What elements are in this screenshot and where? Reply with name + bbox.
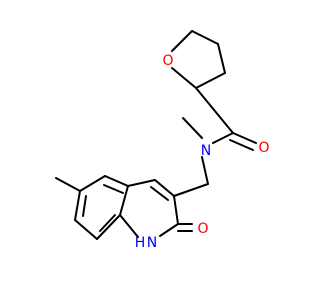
bond-carbonyl-o-2 (229, 139, 254, 151)
bond-n-methyl (182, 117, 203, 139)
carbonyl-oxygen-label: O (258, 140, 269, 156)
bond-c6-methyl (55, 177, 81, 192)
bond-c6-c7-inner (82, 195, 87, 217)
ring-nitrogen-label: N (147, 235, 157, 251)
bond-c3-c4 (154, 179, 175, 197)
bond-n-ch2 (201, 156, 209, 185)
bond-carbonyl-n (212, 132, 234, 144)
bond-c4a-c5 (104, 175, 129, 187)
bond-c4-c4a (127, 179, 156, 187)
bond-c6-c7 (74, 190, 81, 221)
bond-c8-c8a-inner (99, 214, 116, 232)
bond-thf-o-c5 (171, 30, 193, 52)
bond-c2-carbonyl (195, 87, 234, 134)
bond-n1-c2 (159, 223, 179, 237)
bond-c4a-c8a (119, 185, 129, 216)
bond-ch2-c3 (173, 183, 209, 197)
bond-c7-c8 (74, 219, 98, 240)
background (0, 0, 300, 300)
bond-c3-c4-inner (150, 186, 169, 201)
ring-nitrogen-h-label: H (135, 235, 146, 251)
lactam-oxygen-label: O (197, 221, 208, 237)
bond-c5-c6 (79, 175, 106, 192)
bond-c4a-c5-inner (103, 184, 124, 194)
bond-thf-c2-o (171, 67, 197, 89)
bond-thf-c4-c3 (217, 43, 226, 74)
bond-carbonyl-o-1 (232, 132, 257, 144)
bond-c2-c3 (173, 195, 179, 225)
atom-labels: O O N O H N (135, 53, 270, 251)
bonds (55, 30, 257, 240)
bond-thf-c5-c4 (191, 30, 219, 45)
bond-thf-c3-c2 (195, 72, 226, 89)
diagram-canvas: O O N O H N (0, 0, 300, 300)
bond-c8a-n1 (119, 214, 139, 238)
bond-c8-c8a (96, 214, 121, 240)
ring-oxygen-label: O (162, 53, 173, 69)
molecule-structure: O O N O H N (0, 0, 300, 300)
amide-nitrogen-label: N (201, 143, 211, 159)
